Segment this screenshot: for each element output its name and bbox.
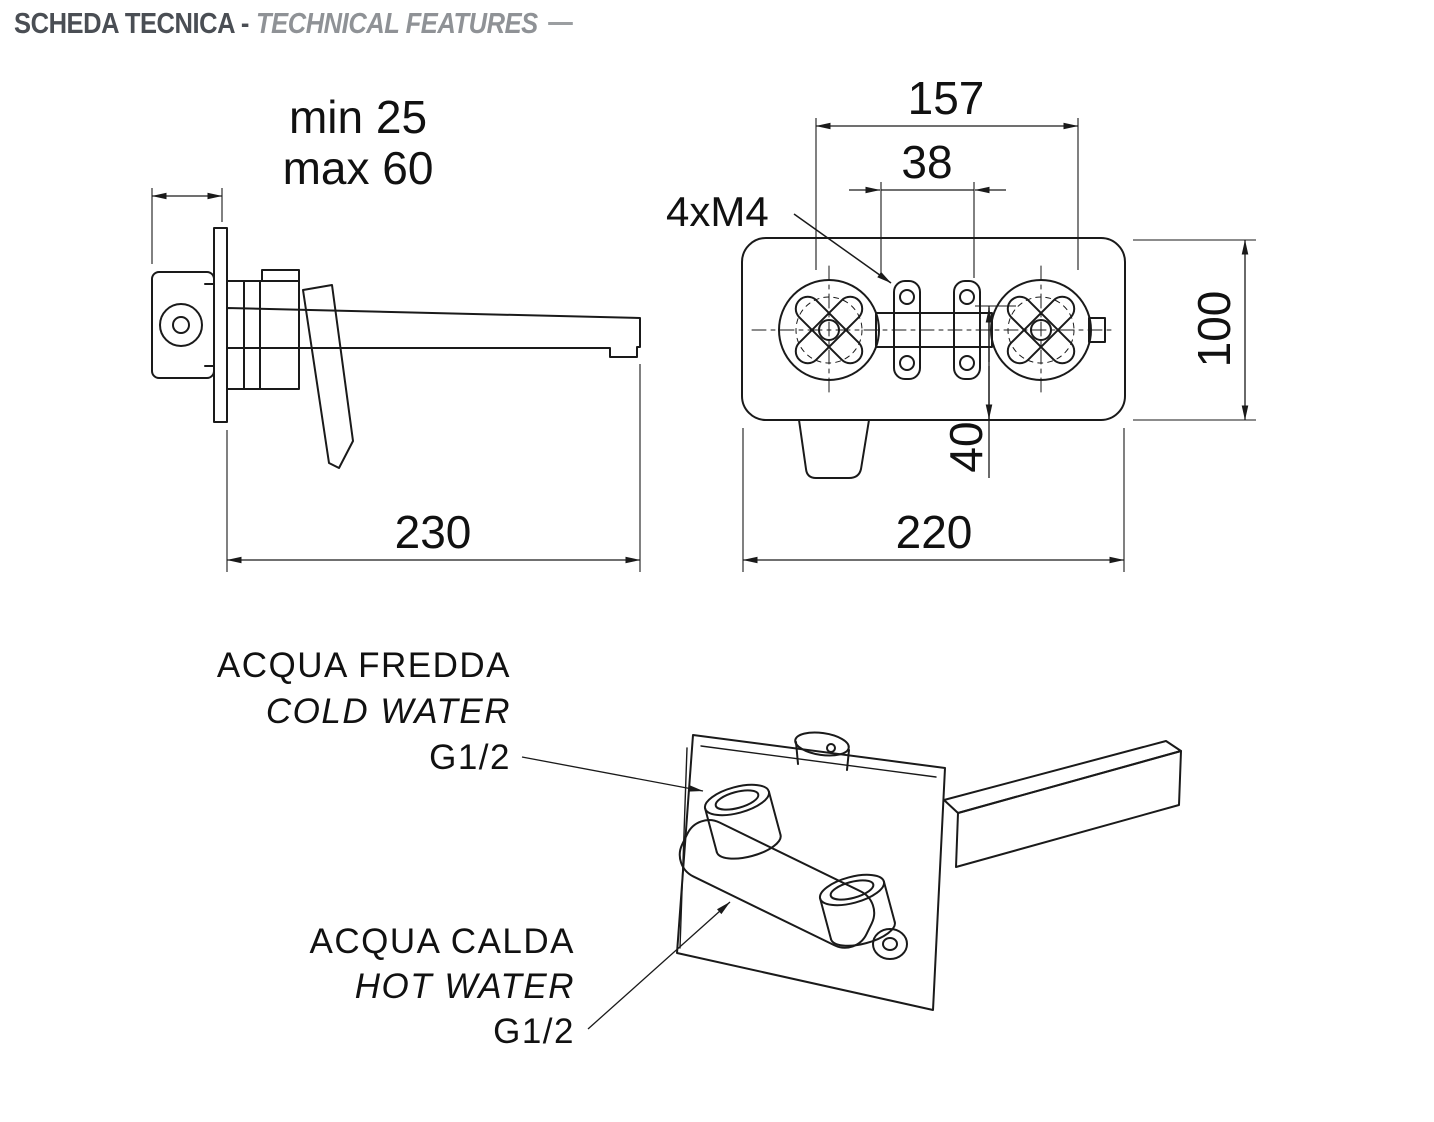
page-title: SCHEDA TECNICA -TECHNICAL FEATURES <box>14 8 573 41</box>
side-spout <box>226 307 641 358</box>
dim-spout-offset: 40 <box>940 305 1016 478</box>
persp-spout <box>943 740 1182 868</box>
front-view-drawing: 157 38 4xM4 100 40 <box>666 72 1256 572</box>
front-left-handle <box>778 279 880 381</box>
persp-hot-inlet <box>818 873 896 947</box>
front-view-faucet <box>741 237 1126 479</box>
dim-label-spout-length: 230 <box>395 506 472 558</box>
header-title-italian: SCHEDA TECNICA - <box>14 8 249 40</box>
dim-hole-span: 157 <box>815 72 1079 270</box>
front-center-bar <box>875 312 993 348</box>
header-title-english: TECHNICAL FEATURES <box>255 8 538 40</box>
cold-water-label-italian: ACQUA FREDDA <box>217 646 511 685</box>
dim-hole-pitch: 38 <box>849 136 1006 278</box>
side-inlet-hole <box>172 316 190 334</box>
screws-label: 4xM4 <box>666 188 769 235</box>
side-mixer-body <box>226 280 300 390</box>
front-right-handle <box>990 279 1106 381</box>
cold-water-callout: ACQUA FREDDA COLD WATER G1/2 <box>217 646 704 792</box>
dim-label-hole-span: 157 <box>908 72 985 124</box>
hot-water-thread: G1/2 <box>493 1012 575 1051</box>
dim-label-max-depth: max 60 <box>283 142 434 194</box>
hot-water-label-italian: ACQUA CALDA <box>310 922 575 961</box>
dim-label-hole-pitch: 38 <box>901 136 952 188</box>
front-mounting-tabs <box>893 280 981 380</box>
hot-water-callout: ACQUA CALDA HOT WATER G1/2 <box>310 901 731 1051</box>
dim-label-min-depth: min 25 <box>289 91 427 143</box>
side-inlet-circle <box>159 303 203 347</box>
page-header: SCHEDA TECNICA -TECHNICAL FEATURES <box>14 8 649 41</box>
callout-screws: 4xM4 <box>666 188 892 284</box>
cold-water-thread: G1/2 <box>429 738 511 777</box>
cold-water-label-english: COLD WATER <box>266 692 511 731</box>
front-lever <box>798 419 870 479</box>
side-lever <box>302 284 354 469</box>
side-wall-plate <box>213 227 228 423</box>
dim-wall-depth: min 25 max 60 <box>151 91 434 264</box>
perspective-faucet <box>676 731 1182 1011</box>
hot-water-label-english: HOT WATER <box>355 967 575 1006</box>
persp-end-cap <box>872 928 908 960</box>
dim-label-plate-height: 100 <box>1188 291 1240 368</box>
header-rule <box>548 22 573 25</box>
perspective-view-drawing: ACQUA FREDDA COLD WATER G1/2 ACQUA CALDA… <box>217 646 1182 1051</box>
persp-cartridge <box>794 731 850 771</box>
dim-label-spout-offset: 40 <box>940 421 992 472</box>
dim-plate-width: 220 <box>742 428 1125 572</box>
dim-plate-height: 100 <box>1133 239 1256 421</box>
persp-wall-plate <box>676 734 946 1011</box>
persp-cold-inlet <box>703 783 782 860</box>
front-wall-plate <box>741 237 1126 421</box>
side-inwall-body <box>151 271 215 379</box>
dim-label-plate-width: 220 <box>896 506 973 558</box>
persp-valve-body <box>678 783 908 960</box>
dim-spout-length: 230 <box>226 364 641 572</box>
side-view-drawing: min 25 max 60 230 <box>151 91 641 572</box>
side-view-faucet <box>151 227 641 469</box>
